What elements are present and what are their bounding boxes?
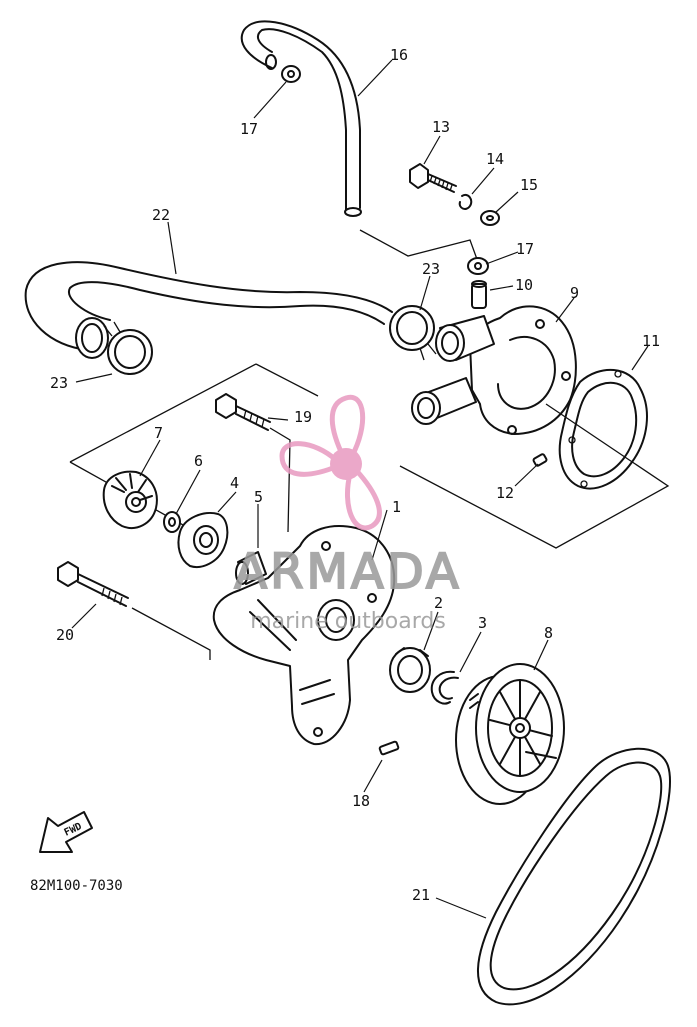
callout-16: 16: [390, 46, 408, 64]
watermark-brand: ARMADA: [234, 544, 461, 600]
callout-9: 9: [570, 284, 579, 302]
callout-labels: 1 2 3 4 5 6 7 8 9 10 11 12 13 14 15 16 1…: [50, 46, 660, 904]
fwd-arrow-icon: FWD: [39, 811, 93, 853]
callout-23-right: 23: [422, 260, 440, 278]
pump-housing-9: [411, 305, 577, 435]
fitting-10: [471, 280, 487, 309]
propeller-logo-icon: [279, 394, 382, 531]
callout-15: 15: [520, 176, 538, 194]
bolt-19: [215, 393, 271, 431]
callout-2: 2: [434, 594, 443, 612]
callout-12: 12: [496, 484, 514, 502]
pump-cover-1: [212, 525, 396, 746]
callout-19: 19: [294, 408, 312, 426]
callout-4: 4: [230, 474, 239, 492]
seal-4: [177, 512, 229, 568]
hose-clamp-23-right: [389, 305, 437, 361]
bearing-2: [389, 647, 431, 693]
v-belt-21: [477, 747, 671, 1006]
bushing-5: [235, 551, 267, 585]
callout-17-upper: 17: [240, 120, 258, 138]
callout-14: 14: [486, 150, 504, 168]
impeller-7: [102, 470, 158, 529]
leader-lines: [71, 59, 649, 919]
hose-16: [240, 20, 362, 217]
hose-clamp-17-lower: [467, 257, 489, 275]
callout-13: 13: [432, 118, 450, 136]
callout-10: 10: [515, 276, 533, 294]
gasket-11: [558, 369, 648, 490]
callout-21: 21: [412, 886, 430, 904]
callout-3: 3: [478, 614, 487, 632]
pulley-8: [455, 663, 565, 805]
catalog-number: 82M100-7030: [30, 878, 123, 894]
callout-11: 11: [642, 332, 660, 350]
bolt-13: [409, 163, 457, 193]
armada-watermark: ARMADA marine outboards: [233, 394, 461, 634]
callout-8: 8: [544, 624, 553, 642]
dowel-pin-18: [378, 740, 400, 756]
watermark-tagline: marine outboards: [250, 609, 446, 634]
callout-20: 20: [56, 626, 74, 644]
dowel-pin-12: [532, 453, 548, 467]
hose-clamp-17-upper: [281, 65, 301, 83]
callout-6: 6: [194, 452, 203, 470]
washer-14: [458, 194, 473, 210]
callout-17-lower: 17: [516, 240, 534, 258]
hose-clamp-23-left: [103, 321, 153, 375]
callout-22: 22: [152, 206, 170, 224]
callout-18: 18: [352, 792, 370, 810]
callout-5: 5: [254, 488, 263, 506]
washer-6: [163, 511, 181, 533]
bolt-20: [57, 561, 129, 607]
callout-7: 7: [154, 424, 163, 442]
callout-23-left: 23: [50, 374, 68, 392]
hose-22: [24, 261, 393, 359]
circlip-3: [430, 670, 459, 705]
callout-1: 1: [392, 498, 401, 516]
washer-15: [480, 210, 500, 226]
